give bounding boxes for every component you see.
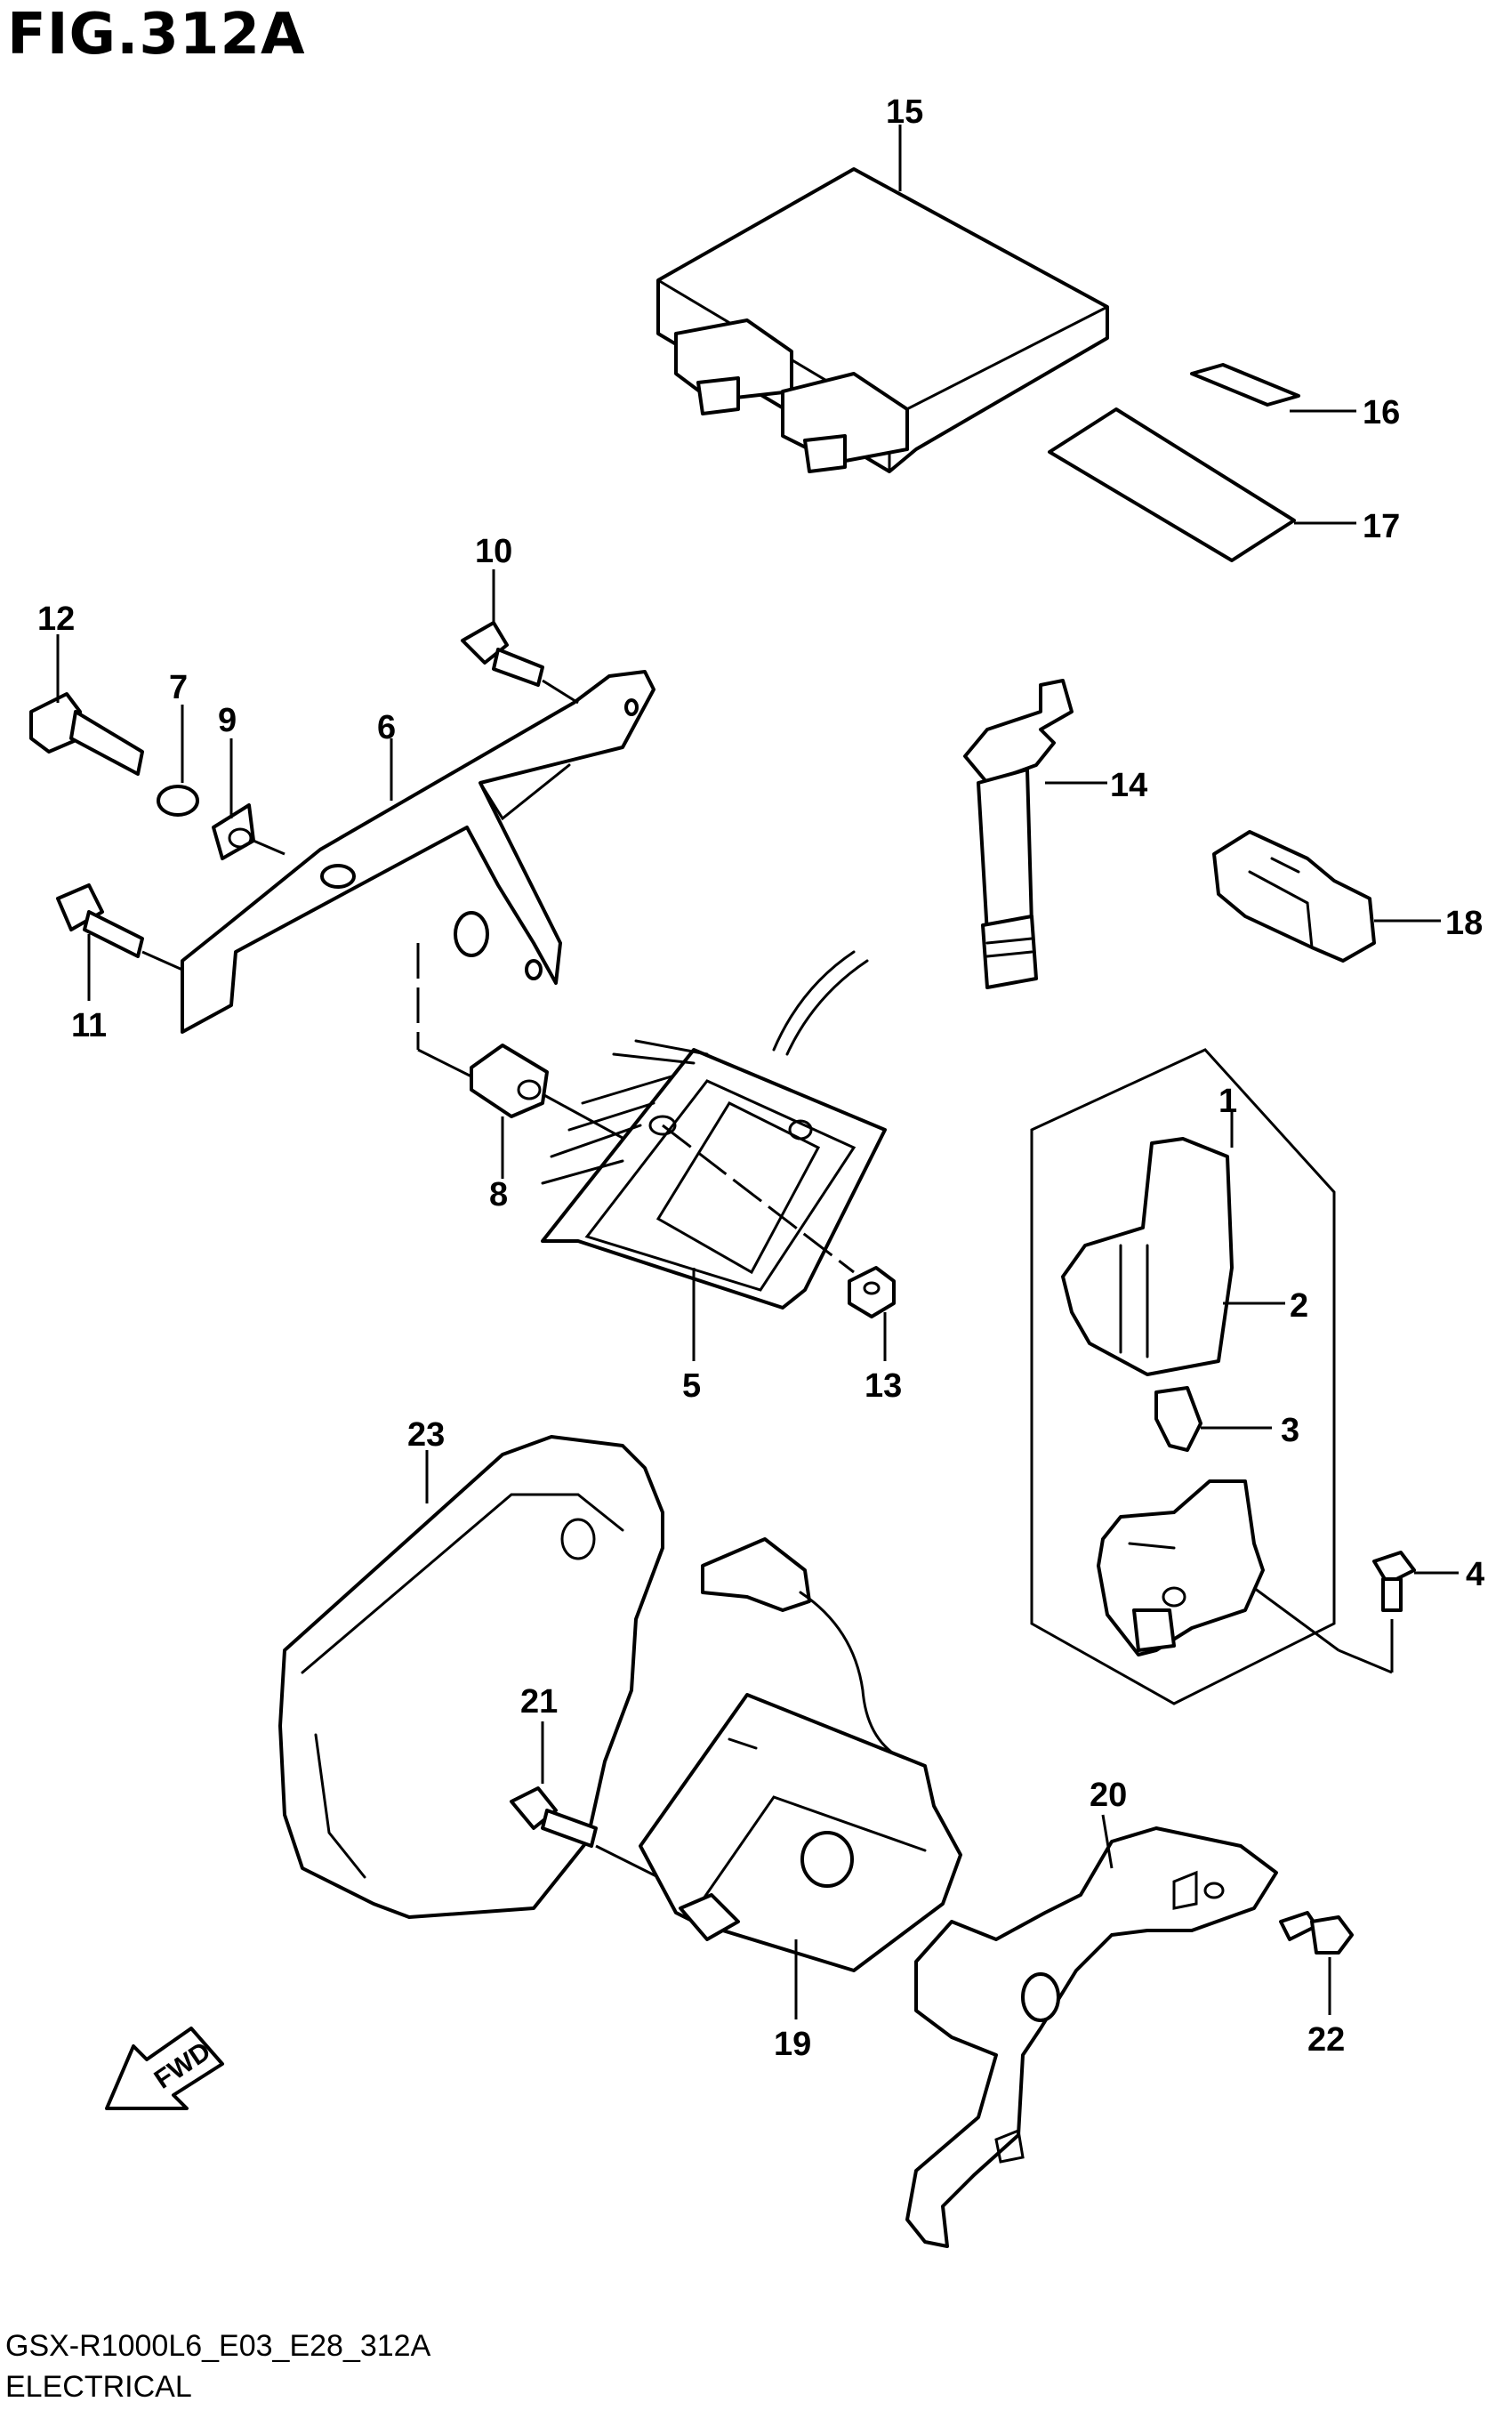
part-4-screw xyxy=(1372,1551,1416,1612)
fwd-arrow: FWD xyxy=(105,2027,224,2110)
part-6-bracket xyxy=(181,670,655,1034)
callout-17: 17 xyxy=(1363,508,1400,545)
callout-11: 11 xyxy=(71,1007,107,1044)
callout-12: 12 xyxy=(37,600,75,638)
part-1-starter-relay-group xyxy=(1030,1048,1336,1705)
part-23-cover xyxy=(278,1435,664,1919)
callout-4: 4 xyxy=(1466,1556,1484,1593)
part-22-screw xyxy=(1279,1911,1354,1955)
callout-5: 5 xyxy=(682,1367,701,1405)
part-20-bracket xyxy=(905,1826,1278,2248)
part-12-bolt xyxy=(29,692,144,776)
section-name: ELECTRICAL xyxy=(5,2370,192,2404)
callout-2: 2 xyxy=(1290,1287,1308,1325)
callout-7: 7 xyxy=(169,669,188,706)
callout-3: 3 xyxy=(1281,1412,1299,1449)
callout-16: 16 xyxy=(1363,394,1400,431)
figure-title: FIG.312A xyxy=(7,2,306,68)
callout-15: 15 xyxy=(886,93,923,131)
part-8-spacer xyxy=(470,1044,549,1118)
part-13-nut xyxy=(848,1266,896,1318)
part-19-sensor xyxy=(639,1537,962,1972)
callout-13: 13 xyxy=(865,1367,902,1405)
callout-9: 9 xyxy=(218,702,237,739)
callout-22: 22 xyxy=(1307,2021,1345,2059)
part-14-ignition-coil xyxy=(963,679,1074,989)
part-11-bolt xyxy=(56,883,144,958)
callout-10: 10 xyxy=(475,533,512,570)
callout-21: 21 xyxy=(520,1683,558,1721)
part-10-bolt xyxy=(461,621,544,687)
part-3-fuse xyxy=(1154,1386,1202,1452)
callout-19: 19 xyxy=(774,2026,811,2063)
callout-23: 23 xyxy=(407,1416,445,1454)
part-9-grommet xyxy=(212,803,255,860)
callout-8: 8 xyxy=(489,1176,508,1213)
part-21-bolt xyxy=(510,1786,598,1848)
callout-1: 1 xyxy=(1218,1083,1237,1120)
part-18-connector xyxy=(1212,830,1376,963)
callout-6: 6 xyxy=(377,709,396,746)
part-5-regulator-rectifier xyxy=(541,950,887,1310)
diagram-code: GSX-R1000L6_E03_E28_312A xyxy=(5,2329,431,2363)
callout-20: 20 xyxy=(1090,1777,1127,1814)
part-16-pad xyxy=(1190,363,1300,407)
part-17-pad xyxy=(1048,407,1296,562)
starter-relay-body xyxy=(1097,1479,1265,1656)
callout-14: 14 xyxy=(1110,767,1147,804)
callout-18: 18 xyxy=(1445,905,1483,942)
part-2-relay-cover xyxy=(1061,1137,1234,1376)
part-7-washer xyxy=(157,785,199,817)
part-15-ecm-unit xyxy=(656,167,1109,473)
